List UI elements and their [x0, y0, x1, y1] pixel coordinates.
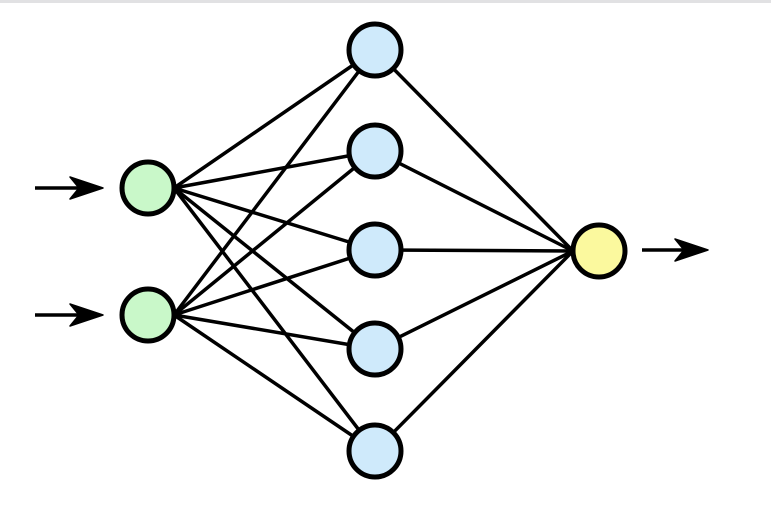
edge-input-to-hidden: [172, 149, 377, 317]
input-arrow: [35, 303, 104, 327]
output-arrow-head: [674, 238, 709, 262]
edge-hidden-to-output: [373, 149, 575, 253]
hidden-node: [346, 320, 404, 378]
edge-hidden-to-output: [373, 249, 575, 351]
edge-input-to-hidden: [172, 186, 377, 453]
input-arrow: [35, 176, 104, 200]
output-node: [570, 222, 628, 280]
hidden-node: [346, 122, 404, 180]
input-arrow-head: [69, 176, 104, 200]
edge-input-to-hidden: [172, 313, 377, 453]
edge-input-to-hidden: [172, 48, 377, 190]
hidden-node: [346, 422, 404, 480]
edge-hidden-to-output: [373, 48, 575, 253]
hidden-layer: [346, 21, 404, 480]
hidden-node: [346, 221, 404, 279]
input-node: [119, 286, 177, 344]
edge-hidden-to-output: [373, 249, 575, 453]
edges-group: [172, 48, 575, 453]
edge-input-to-hidden: [172, 186, 377, 252]
top-window-edge: [0, 0, 771, 3]
output-arrow: [642, 238, 709, 262]
edge-input-to-hidden: [172, 48, 377, 317]
edge-input-to-hidden: [172, 248, 377, 317]
edge-hidden-to-output: [373, 248, 575, 253]
input-node: [119, 159, 177, 217]
input-arrow-head: [69, 303, 104, 327]
output-layer: [570, 222, 628, 280]
edge-input-to-hidden: [172, 186, 377, 351]
edge-input-to-hidden: [172, 313, 377, 351]
input-layer: [119, 159, 177, 344]
hidden-node: [346, 21, 404, 79]
edge-input-to-hidden: [172, 149, 377, 190]
